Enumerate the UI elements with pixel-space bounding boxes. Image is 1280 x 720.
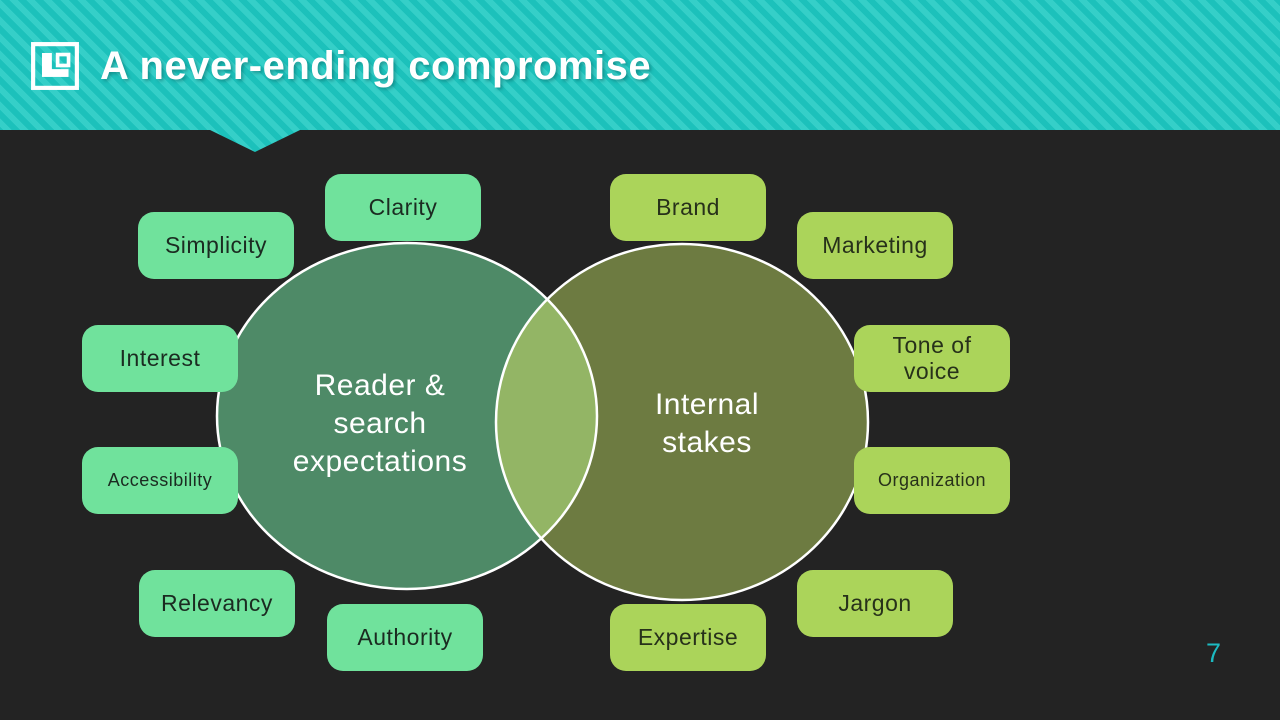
factor-box-tone-of-voice: Tone of voice — [854, 325, 1010, 392]
venn-right-circle — [496, 244, 868, 600]
factor-label: Brand — [656, 193, 720, 220]
left-circle-label: Reader & search expectations — [255, 367, 505, 481]
left-circle-label-line: expectations — [292, 445, 468, 478]
factor-label: Marketing — [822, 231, 928, 258]
right-circle-label: Internal stakes — [612, 386, 802, 462]
slide-header-banner: A never-ending compromise — [0, 0, 1280, 152]
factor-box-relevancy: Relevancy — [139, 570, 295, 637]
factor-box-authority: Authority — [327, 604, 483, 671]
factor-box-organization: Organization — [854, 447, 1010, 514]
factor-label-line: voice — [903, 357, 961, 384]
venn-left-outline — [215, 241, 599, 591]
right-circle-label-line: Internal — [654, 388, 760, 421]
venn-right-outline — [494, 242, 870, 602]
page-number: 7 — [1205, 638, 1222, 668]
right-circle-label-line: stakes — [662, 426, 752, 459]
factor-label: Interest — [119, 344, 201, 371]
factor-box-simplicity: Simplicity — [138, 212, 294, 279]
factor-label: Organization — [877, 469, 987, 490]
factor-label: Relevancy — [161, 589, 273, 616]
factor-label: Expertise — [637, 623, 739, 650]
factor-label: Accessibility — [107, 469, 213, 490]
factor-label-line: Tone of — [892, 332, 972, 359]
factor-box-clarity: Clarity — [325, 174, 481, 241]
factor-box-expertise: Expertise — [610, 604, 766, 671]
left-circle-label-line: Reader & — [314, 369, 446, 402]
factor-box-interest: Interest — [82, 325, 238, 392]
factor-box-accessibility: Accessibility — [82, 447, 238, 514]
factor-label: Simplicity — [164, 231, 268, 258]
venn-left-circle — [217, 243, 597, 589]
factor-box-brand: Brand — [610, 174, 766, 241]
factor-label: Clarity — [368, 193, 438, 220]
factor-box-jargon: Jargon — [797, 570, 953, 637]
factor-label: Jargon — [838, 589, 912, 616]
left-circle-label-line: search — [333, 407, 427, 440]
header-content: A never-ending compromise — [30, 38, 651, 94]
layout-icon — [31, 42, 79, 90]
factor-label: Authority — [357, 623, 453, 650]
slide-title: A never-ending compromise — [100, 43, 652, 88]
factor-box-marketing: Marketing — [797, 212, 953, 279]
